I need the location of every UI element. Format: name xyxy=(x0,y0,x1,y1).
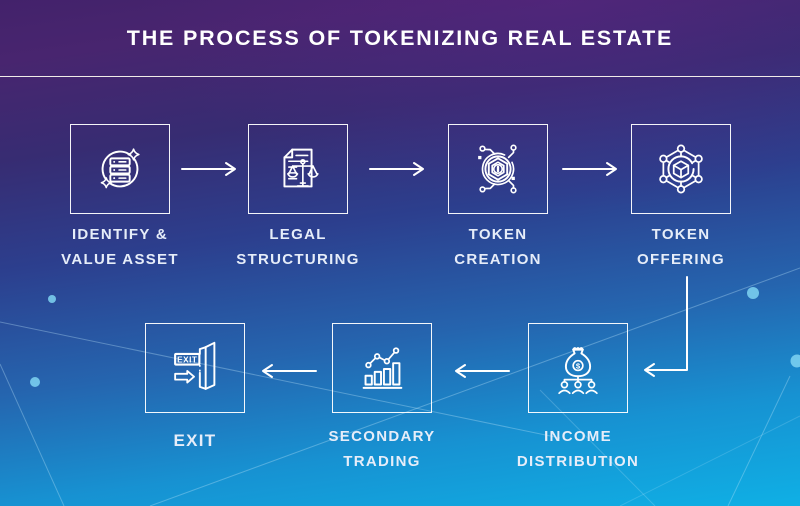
blockchain-network-cube-icon xyxy=(659,144,703,194)
token-coin-circuit-icon xyxy=(478,144,517,194)
step-label-exit: EXIT xyxy=(173,431,217,450)
document-scales-icon xyxy=(283,148,319,188)
step-box-token-creation xyxy=(448,124,548,214)
title-divider xyxy=(0,76,800,77)
flow-connector-down-left xyxy=(644,276,688,377)
step-box-legal-structuring xyxy=(248,124,348,214)
asset-valuation-icon xyxy=(100,148,140,189)
flow-arrow-right-2 xyxy=(369,162,424,176)
flow-arrow-right-3 xyxy=(562,162,617,176)
exit-door-icon: EXIT xyxy=(174,341,216,390)
flow-arrow-left-2 xyxy=(262,364,317,378)
step-box-exit: EXIT xyxy=(145,323,245,413)
step-box-secondary-trading xyxy=(332,323,432,413)
step-box-income-distribution: $ xyxy=(528,323,628,413)
flow-arrow-left-1 xyxy=(455,364,510,378)
dollar-sign-glyph: $ xyxy=(576,362,581,371)
step-label-identify-value-asset: IDENTIFY &VALUE ASSET xyxy=(61,226,179,268)
page-title: THE PROCESS OF TOKENIZING REAL ESTATE xyxy=(126,26,674,50)
step-box-token-offering xyxy=(631,124,731,214)
money-bag-distribution-icon: $ xyxy=(558,347,598,395)
step-box-identify-value-asset xyxy=(70,124,170,214)
flow-arrow-right-1 xyxy=(181,162,236,176)
exit-sign-text: EXIT xyxy=(177,355,197,364)
growth-chart-icon xyxy=(362,347,403,389)
